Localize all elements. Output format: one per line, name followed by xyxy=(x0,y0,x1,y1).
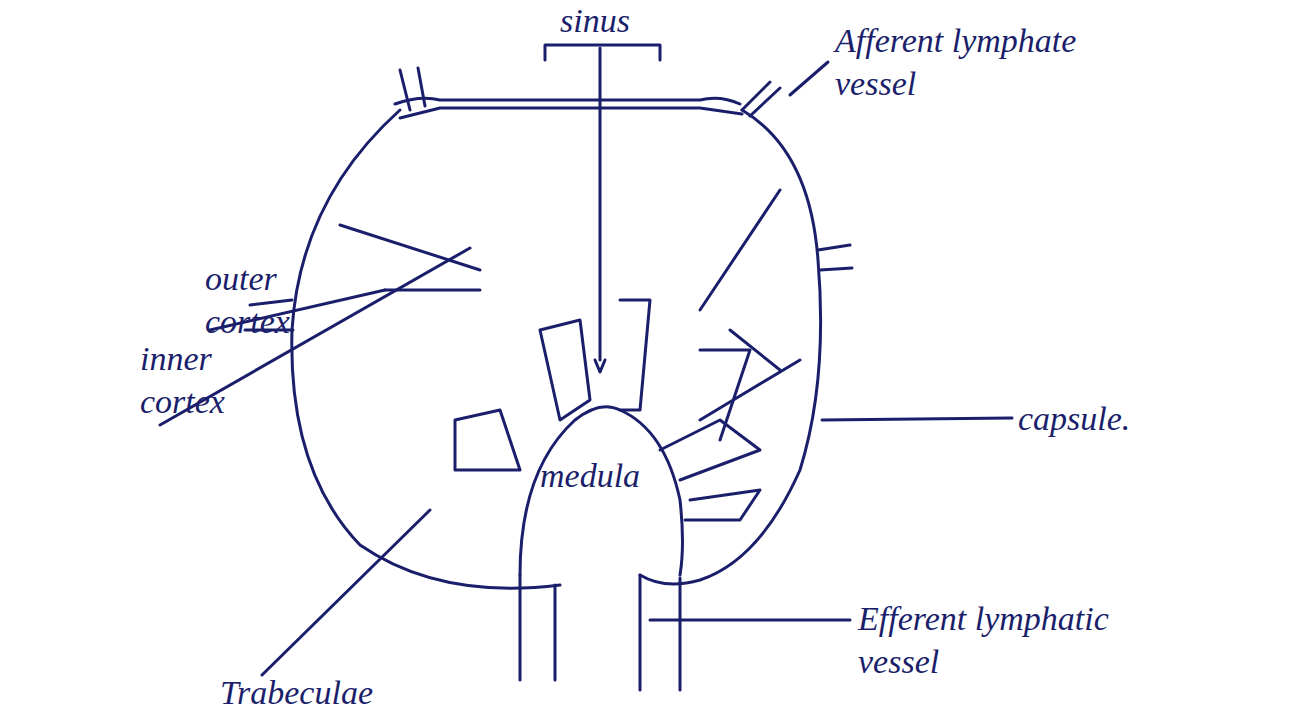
afferent-label: Afferent lymphate vessel xyxy=(835,20,1135,105)
inner-cortex-label: inner cortex xyxy=(140,338,260,423)
outer-cortex-label: outer cortex xyxy=(205,258,325,343)
medulla-label: medula xyxy=(540,455,680,498)
sinus-label: sinus xyxy=(560,0,700,43)
capsule-label: capsule. xyxy=(1018,398,1218,441)
efferent-label: Efferent lymphatic vessel xyxy=(858,598,1178,683)
trabeculae-label: Trabeculae xyxy=(220,672,480,715)
